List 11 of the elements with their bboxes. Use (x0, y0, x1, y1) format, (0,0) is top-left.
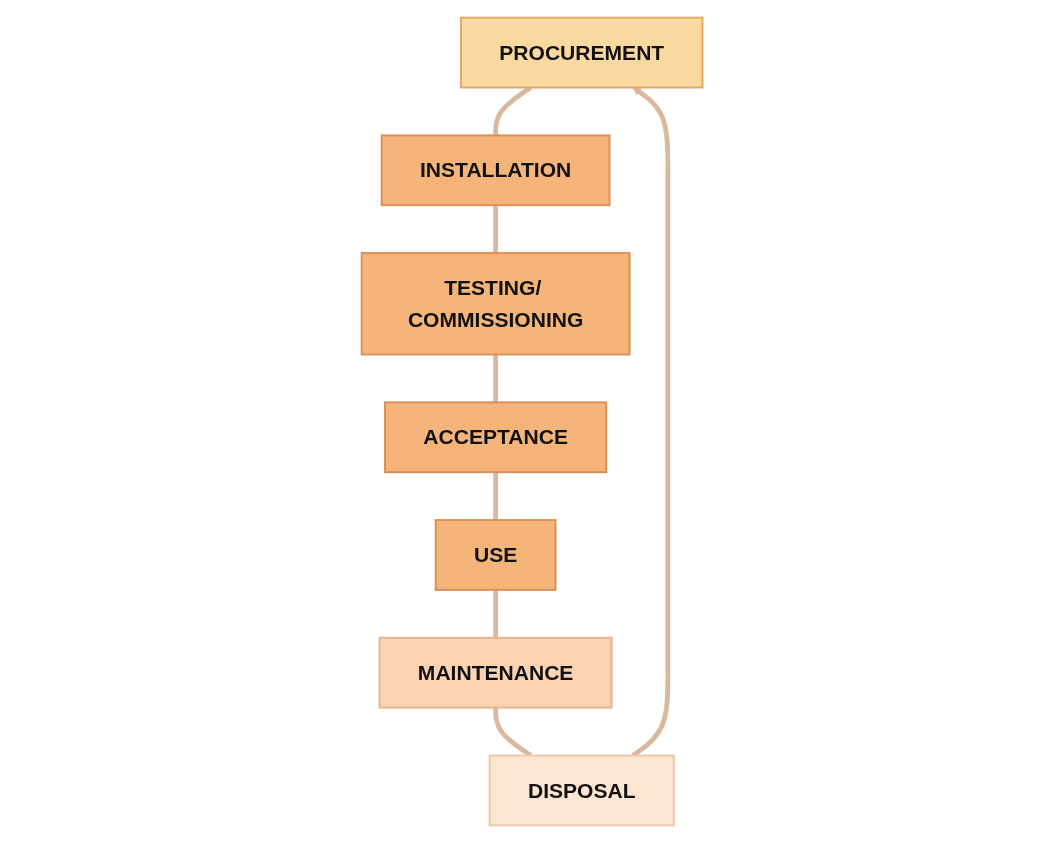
node-box: TESTING/ COMMISSIONING (360, 252, 631, 356)
node-box: MAINTENANCE (378, 636, 613, 709)
node-box: USE (434, 519, 557, 591)
node-box: INSTALLATION (380, 134, 611, 207)
connector (493, 205, 498, 254)
node-box: ACCEPTANCE (384, 401, 608, 474)
node-box: PROCUREMENT (460, 16, 704, 89)
connector (493, 472, 498, 521)
connector (493, 589, 498, 638)
node-box: DISPOSAL (488, 754, 675, 827)
connector (493, 354, 498, 403)
